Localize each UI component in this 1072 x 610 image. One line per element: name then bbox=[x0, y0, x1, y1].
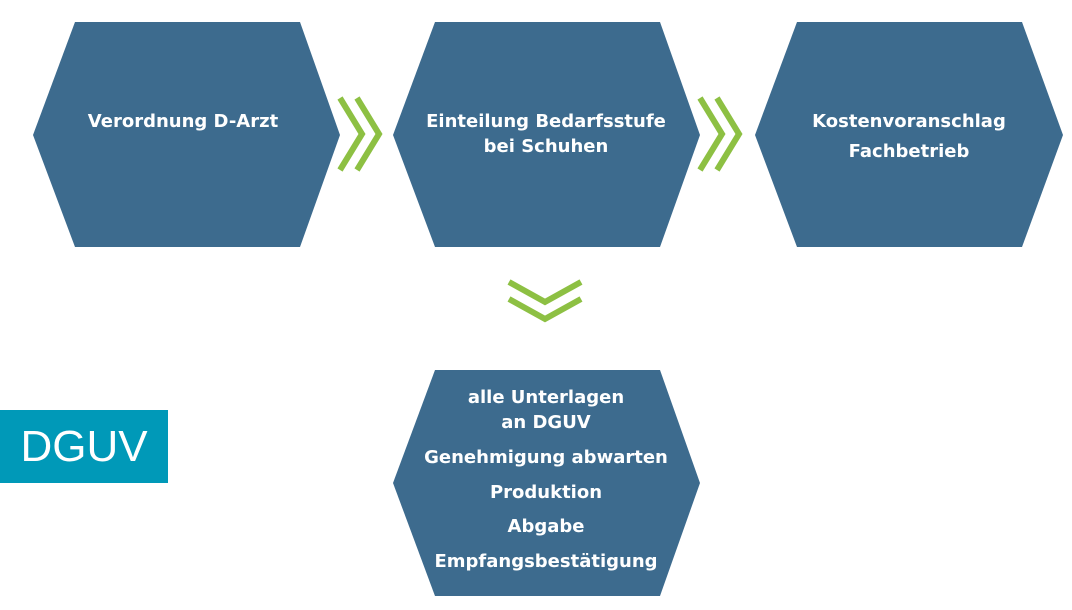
step-3-label-line-2: Fachbetrieb bbox=[849, 141, 970, 162]
step-4-label-line-1: alle Unterlagen bbox=[468, 387, 624, 408]
step-hexagon-3 bbox=[755, 22, 1063, 247]
step-3-label-line-1: Kostenvoranschlag bbox=[812, 111, 1006, 132]
chevron-right-icon bbox=[697, 96, 743, 172]
step-2-label-line-1: Einteilung Bedarfsstufe bbox=[426, 111, 666, 132]
step-4-label-line-6: Empfangsbestätigung bbox=[434, 551, 657, 572]
step-1-label: Verordnung D-Arzt bbox=[88, 111, 279, 132]
step-4-label-line-4: Produktion bbox=[490, 482, 602, 503]
chevron-down-icon bbox=[507, 279, 583, 323]
step-2-label-line-2: bei Schuhen bbox=[484, 136, 609, 157]
chevron-right-icon bbox=[337, 96, 383, 172]
dguv-logo: DGUV bbox=[0, 410, 168, 483]
step-hexagon-1 bbox=[33, 22, 340, 247]
step-hexagon-4 bbox=[393, 370, 700, 596]
step-hexagon-2 bbox=[393, 22, 700, 247]
step-4-label-line-2: an DGUV bbox=[501, 412, 591, 433]
step-4-label-line-3: Genehmigung abwarten bbox=[424, 447, 668, 468]
step-4-label-line-5: Abgabe bbox=[508, 516, 585, 537]
